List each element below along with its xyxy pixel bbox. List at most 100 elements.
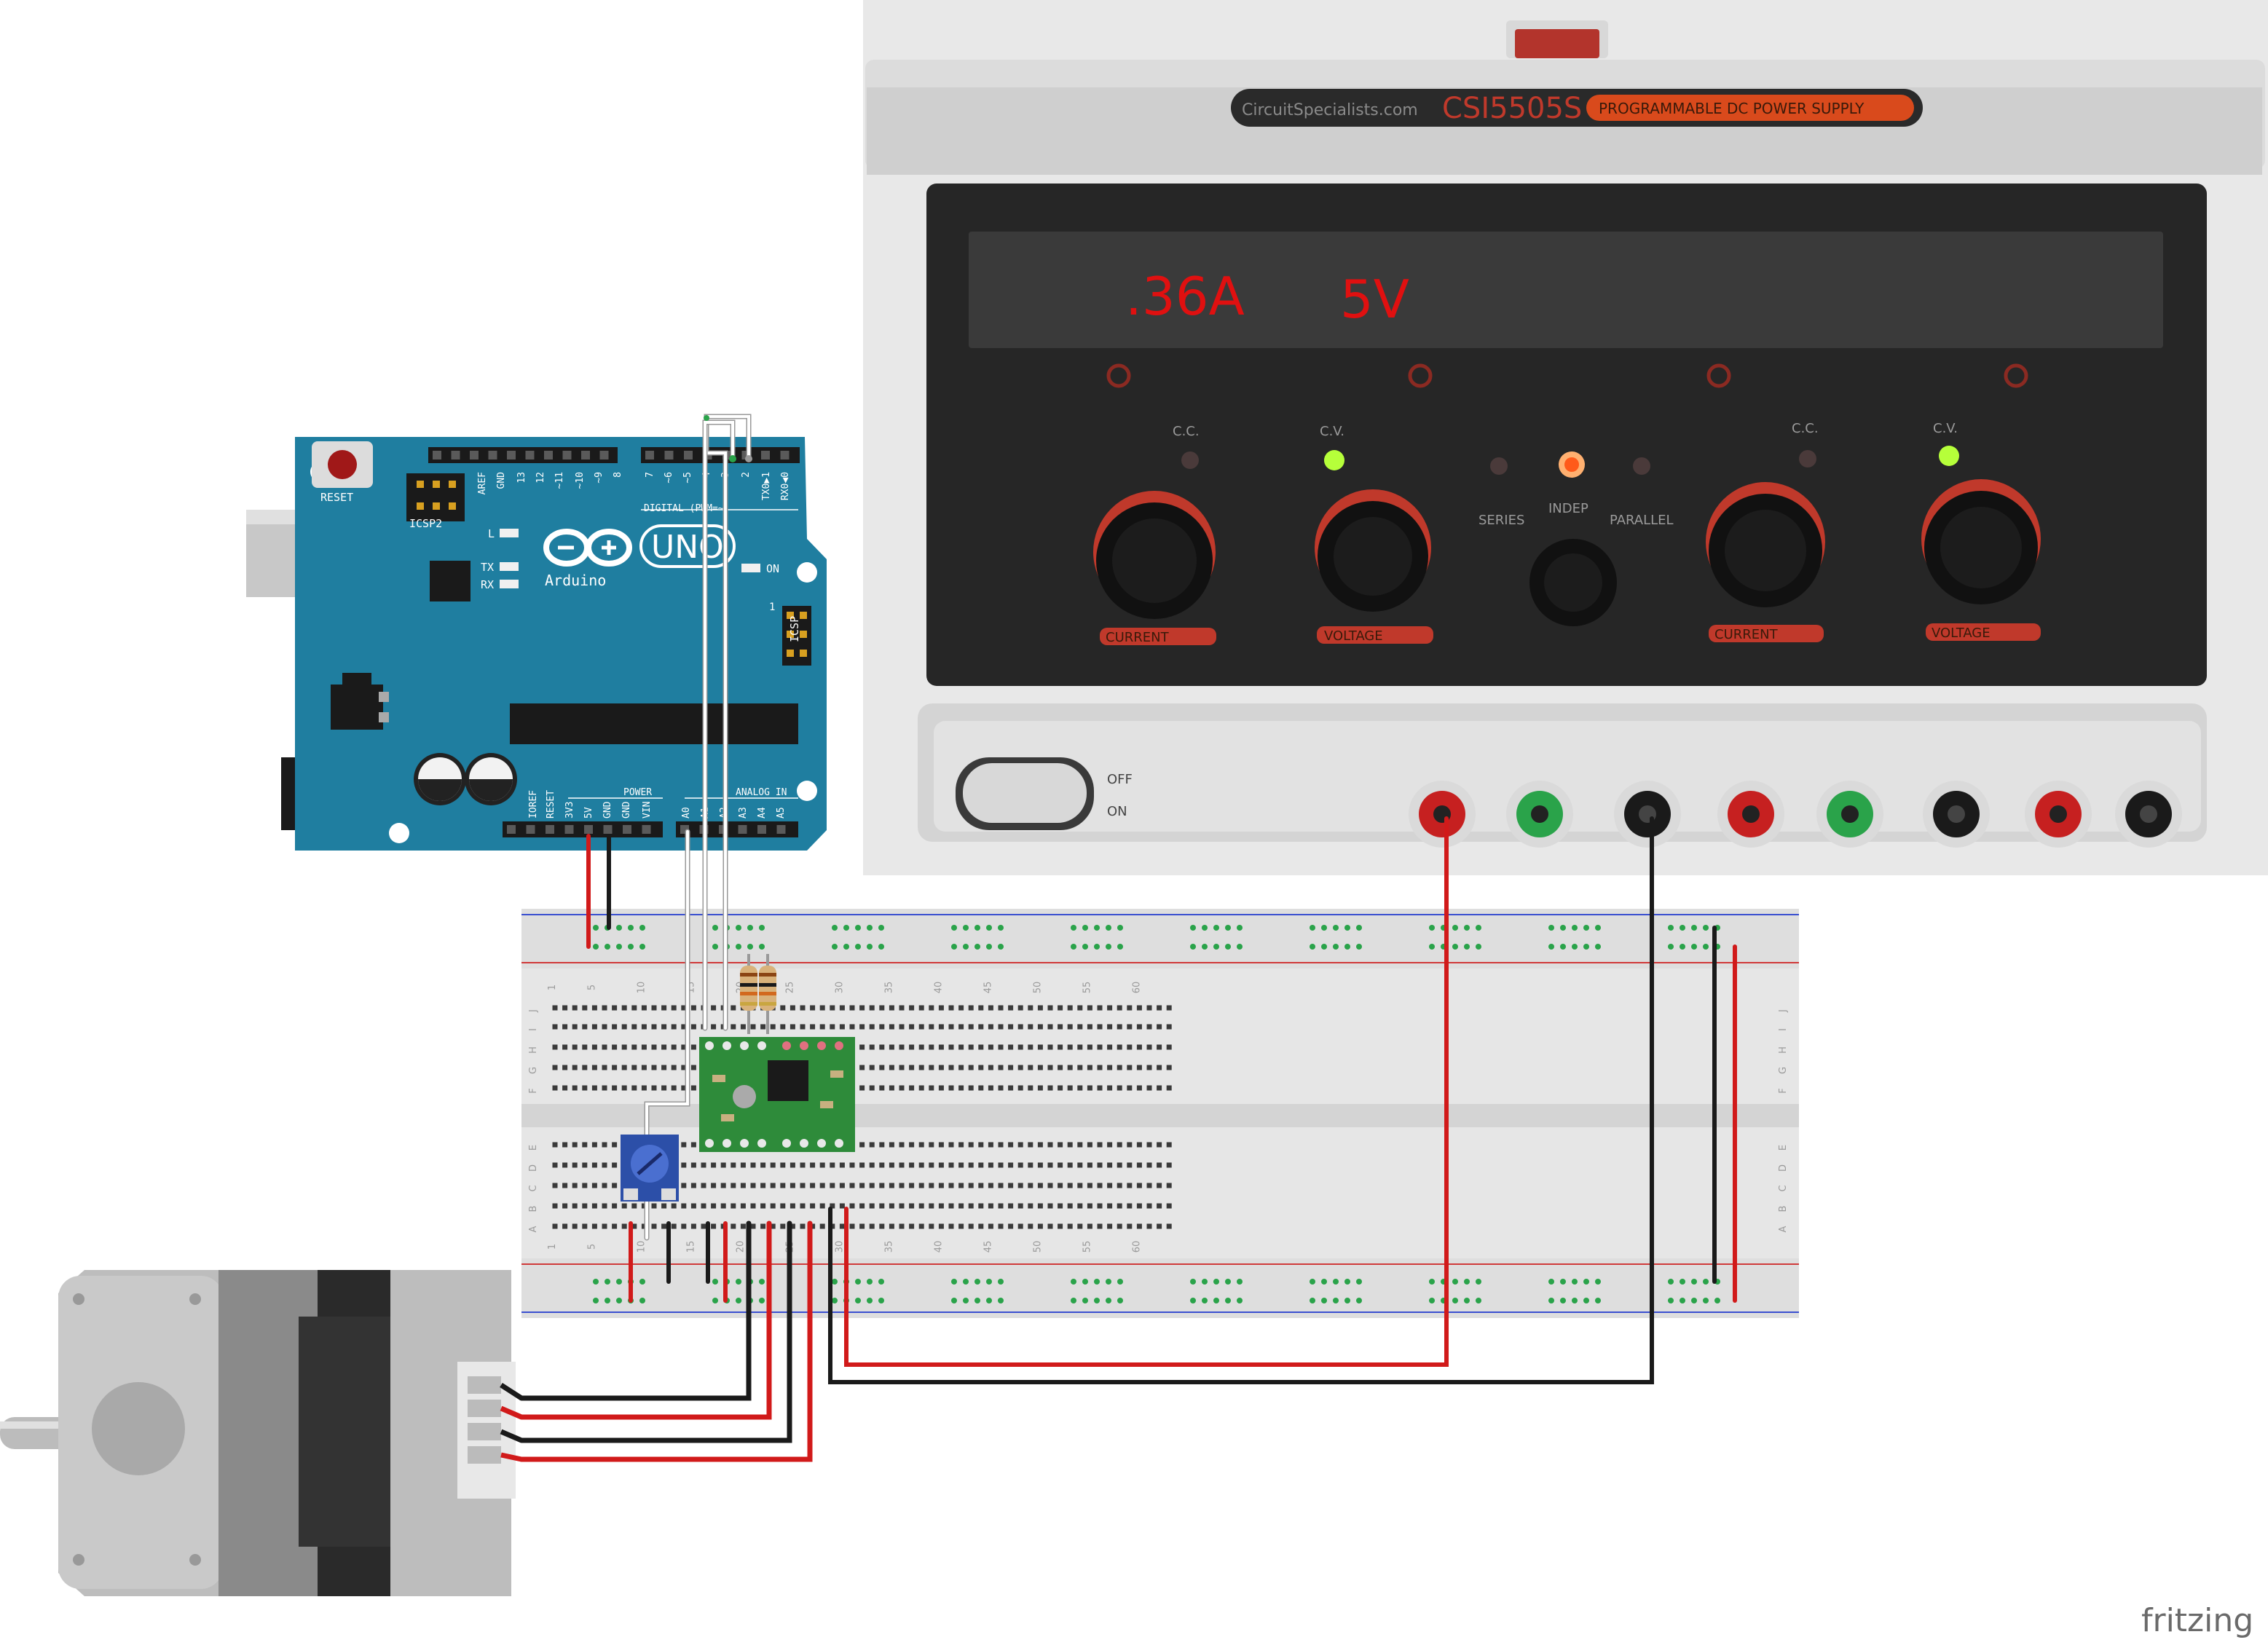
breadboard-hole[interactable] xyxy=(1017,1065,1023,1070)
breadboard-hole[interactable] xyxy=(1008,1162,1014,1168)
rail-hole[interactable] xyxy=(1082,925,1088,931)
breadboard-hole[interactable] xyxy=(582,1005,588,1011)
breadboard-hole[interactable] xyxy=(899,1183,905,1188)
header-hole[interactable] xyxy=(525,451,535,459)
power-switch[interactable] xyxy=(956,757,1094,830)
breadboard-hole[interactable] xyxy=(929,1005,934,1011)
rail-hole[interactable] xyxy=(1595,1279,1601,1285)
header-hole[interactable] xyxy=(581,451,590,459)
breadboard-hole[interactable] xyxy=(770,1223,776,1229)
breadboard-hole[interactable] xyxy=(938,1142,944,1148)
breadboard-hole[interactable] xyxy=(1058,1044,1063,1050)
rail-hole[interactable] xyxy=(843,944,849,950)
breadboard-hole[interactable] xyxy=(631,1065,637,1070)
rail-hole[interactable] xyxy=(986,944,992,950)
breadboard-hole[interactable] xyxy=(899,1162,905,1168)
breadboard-hole[interactable] xyxy=(1107,1183,1113,1188)
breadboard-hole[interactable] xyxy=(978,1024,984,1030)
breadboard-hole[interactable] xyxy=(671,1005,677,1011)
breadboard-hole[interactable] xyxy=(859,1203,865,1209)
breadboard-hole[interactable] xyxy=(968,1005,974,1011)
rail-hole[interactable] xyxy=(878,925,884,931)
breadboard-hole[interactable] xyxy=(1067,1223,1073,1229)
breadboard-hole[interactable] xyxy=(602,1044,607,1050)
breadboard-hole[interactable] xyxy=(1077,1203,1083,1209)
breadboard-hole[interactable] xyxy=(690,1203,696,1209)
breadboard-hole[interactable] xyxy=(572,1203,578,1209)
voltage-knob-1[interactable] xyxy=(1315,489,1431,612)
breadboard-hole[interactable] xyxy=(918,1142,924,1148)
breadboard-hole[interactable] xyxy=(760,1223,766,1229)
rail-hole[interactable] xyxy=(1225,944,1231,950)
rail-hole[interactable] xyxy=(974,1279,980,1285)
breadboard-hole[interactable] xyxy=(1107,1065,1113,1070)
breadboard-hole[interactable] xyxy=(631,1203,637,1209)
breadboard-hole[interactable] xyxy=(938,1005,944,1011)
rail-hole[interactable] xyxy=(1572,925,1578,931)
breadboard-hole[interactable] xyxy=(918,1203,924,1209)
header-hole[interactable] xyxy=(645,451,654,459)
breadboard-hole[interactable] xyxy=(651,1223,657,1229)
rail-hole[interactable] xyxy=(1310,944,1315,950)
breadboard-hole[interactable] xyxy=(1127,1085,1133,1091)
breadboard-hole[interactable] xyxy=(968,1024,974,1030)
binding-post-green-2[interactable] xyxy=(1816,781,1883,848)
breadboard-hole[interactable] xyxy=(1067,1142,1073,1148)
breadboard-hole[interactable] xyxy=(830,1203,835,1209)
breadboard-hole[interactable] xyxy=(869,1024,875,1030)
rail-hole[interactable] xyxy=(1190,944,1196,950)
rail-hole[interactable] xyxy=(963,1279,969,1285)
breadboard-hole[interactable] xyxy=(1037,1162,1043,1168)
breadboard-hole[interactable] xyxy=(800,1223,806,1229)
breadboard-hole[interactable] xyxy=(819,1162,825,1168)
breadboard-hole[interactable] xyxy=(948,1065,954,1070)
rail-hole[interactable] xyxy=(1560,925,1566,931)
breadboard-hole[interactable] xyxy=(1067,1162,1073,1168)
breadboard-hole[interactable] xyxy=(869,1142,875,1148)
breadboard-hole[interactable] xyxy=(750,1024,756,1030)
rail-hole[interactable] xyxy=(1071,944,1076,950)
breadboard-hole[interactable] xyxy=(612,1162,618,1168)
header-hole[interactable] xyxy=(507,451,516,459)
rail-hole[interactable] xyxy=(759,1279,765,1285)
breadboard-hole[interactable] xyxy=(1008,1203,1014,1209)
breadboard-hole[interactable] xyxy=(1047,1065,1053,1070)
breadboard-hole[interactable] xyxy=(988,1085,993,1091)
breadboard-hole[interactable] xyxy=(1077,1024,1083,1030)
breadboard-hole[interactable] xyxy=(1017,1162,1023,1168)
breadboard-hole[interactable] xyxy=(591,1024,597,1030)
potentiometer[interactable] xyxy=(621,1135,679,1202)
breadboard-hole[interactable] xyxy=(1146,1142,1152,1148)
breadboard-hole[interactable] xyxy=(1097,1024,1103,1030)
breadboard-hole[interactable] xyxy=(612,1142,618,1148)
breadboard-hole[interactable] xyxy=(1166,1223,1172,1229)
breadboard-hole[interactable] xyxy=(918,1085,924,1091)
breadboard-hole[interactable] xyxy=(889,1183,894,1188)
breadboard-hole[interactable] xyxy=(899,1223,905,1229)
breadboard-hole[interactable] xyxy=(1087,1223,1092,1229)
breadboard-hole[interactable] xyxy=(849,1203,855,1209)
breadboard-hole[interactable] xyxy=(770,1183,776,1188)
breadboard-hole[interactable] xyxy=(562,1085,568,1091)
breadboard-hole[interactable] xyxy=(830,1005,835,1011)
breadboard-hole[interactable] xyxy=(1157,1005,1162,1011)
breadboard-hole[interactable] xyxy=(899,1085,905,1091)
header-hole[interactable] xyxy=(684,451,693,459)
breadboard-hole[interactable] xyxy=(1008,1142,1014,1148)
breadboard-hole[interactable] xyxy=(1008,1183,1014,1188)
breadboard-hole[interactable] xyxy=(830,1183,835,1188)
breadboard-hole[interactable] xyxy=(1008,1065,1014,1070)
breadboard-hole[interactable] xyxy=(790,1005,795,1011)
breadboard-hole[interactable] xyxy=(978,1183,984,1188)
breadboard-hole[interactable] xyxy=(562,1024,568,1030)
breadboard-hole[interactable] xyxy=(909,1203,915,1209)
rail-hole[interactable] xyxy=(878,1279,884,1285)
breadboard-hole[interactable] xyxy=(859,1085,865,1091)
breadboard-hole[interactable] xyxy=(938,1024,944,1030)
breadboard-hole[interactable] xyxy=(790,1203,795,1209)
header-hole[interactable] xyxy=(488,451,497,459)
breadboard-hole[interactable] xyxy=(621,1223,627,1229)
breadboard-hole[interactable] xyxy=(839,1223,845,1229)
rail-hole[interactable] xyxy=(843,925,849,931)
breadboard-hole[interactable] xyxy=(1157,1024,1162,1030)
